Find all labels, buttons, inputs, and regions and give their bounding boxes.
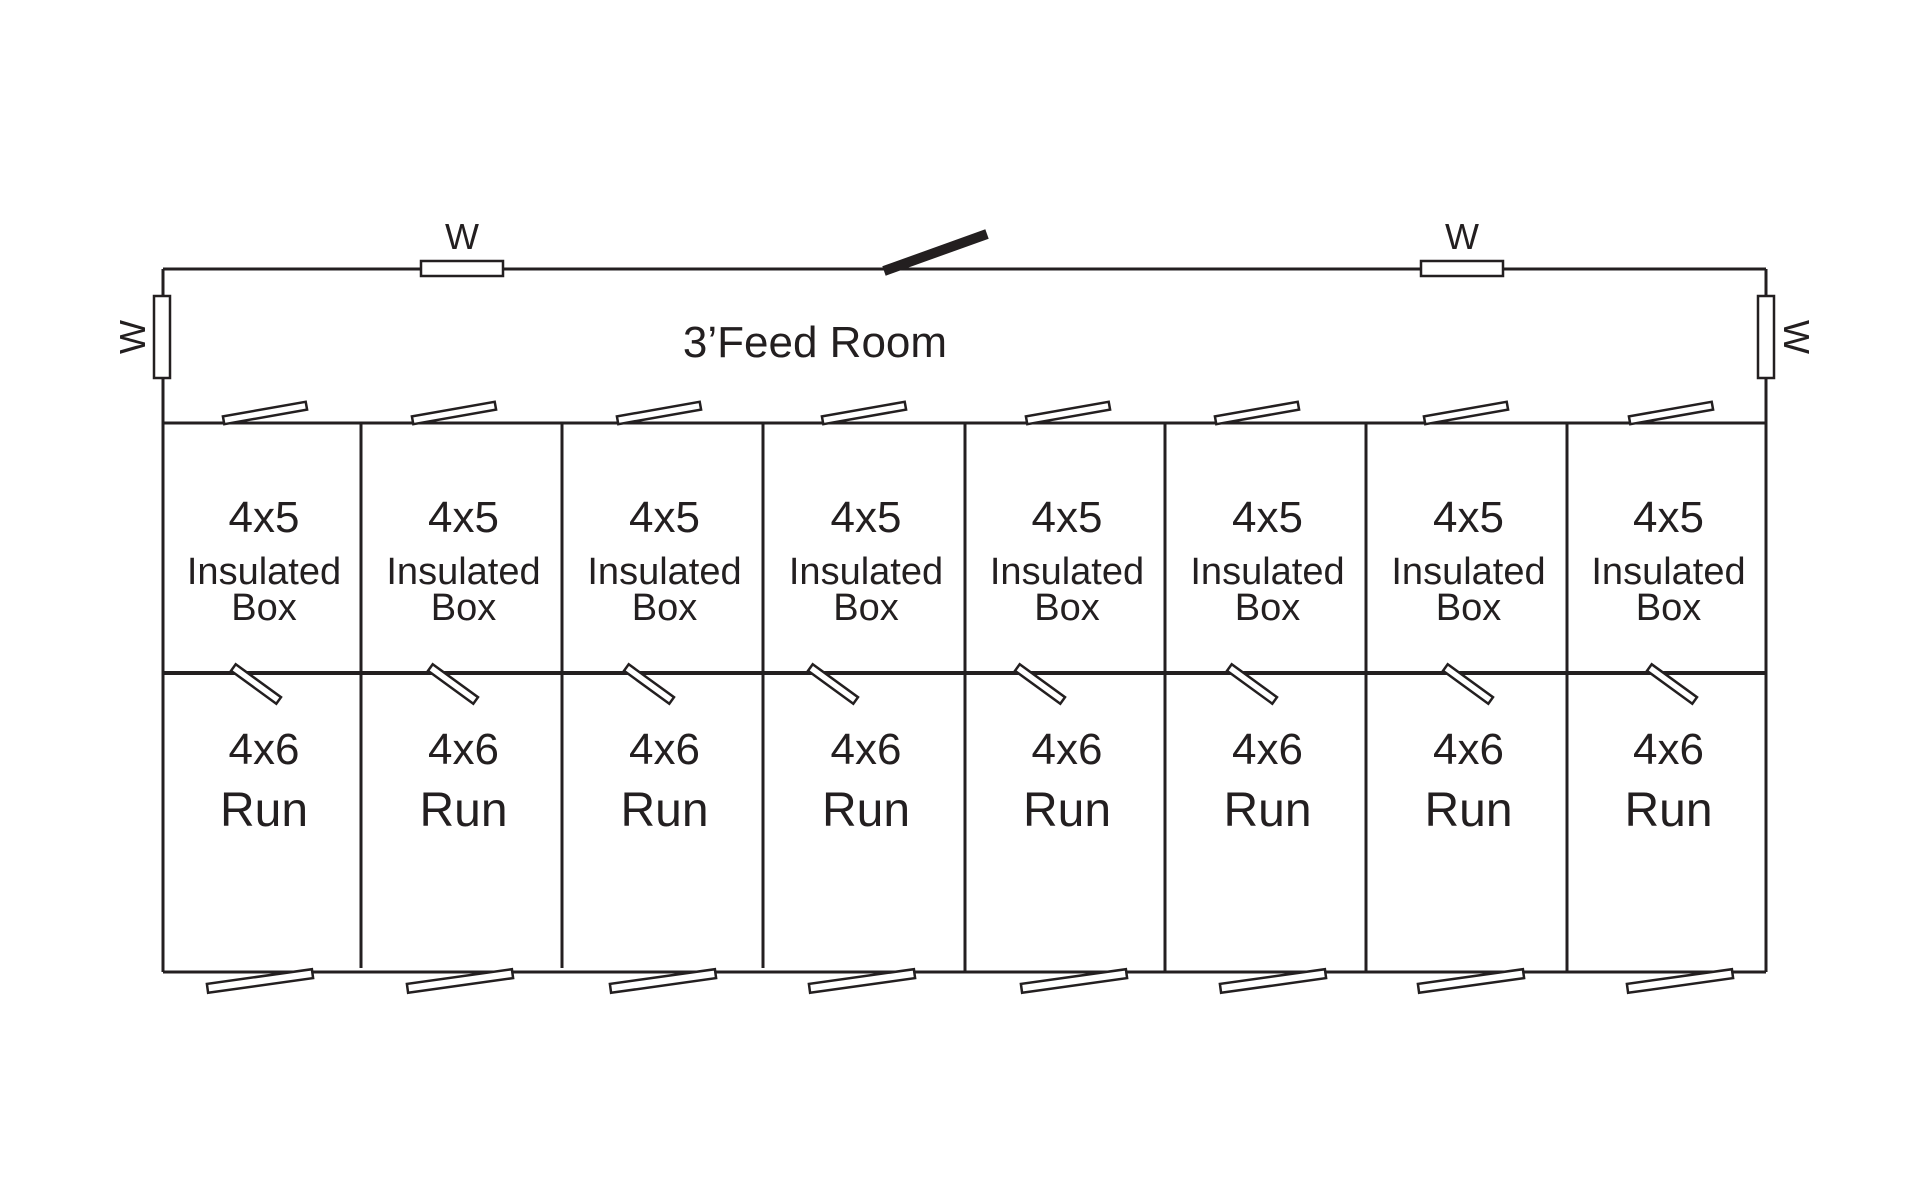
box-type-label-line2: Box — [1235, 587, 1300, 629]
box-type-label-line2: Box — [1436, 587, 1501, 629]
window-label-top-right: W — [1445, 216, 1479, 257]
exterior-run-door-1 — [205, 967, 315, 995]
exterior-run-door-8 — [1625, 967, 1735, 995]
box-type-label: Insulated — [789, 551, 943, 593]
exterior-run-door-5 — [1019, 967, 1129, 995]
window-left: W — [112, 294, 172, 380]
run-size-label: 4x6 — [1032, 725, 1103, 774]
run-label: Run — [822, 784, 910, 837]
box-size-label: 4x5 — [229, 493, 300, 542]
exterior-run-door-6 — [1218, 967, 1328, 995]
run-label: Run — [1023, 784, 1111, 837]
run-size-label: 4x6 — [1433, 725, 1504, 774]
run-door-5 — [1013, 662, 1067, 706]
feed-room-door-3 — [615, 400, 703, 426]
run-label: Run — [1624, 784, 1712, 837]
exterior-run-door-4 — [807, 967, 917, 995]
window-top-left: W — [419, 216, 505, 278]
run-size-label: 4x6 — [1633, 725, 1704, 774]
run-label: Run — [620, 784, 708, 837]
exterior-run-door-7 — [1416, 967, 1526, 995]
box-type-label-line2: Box — [833, 587, 898, 629]
box-size-label: 4x5 — [1433, 493, 1504, 542]
feed-room-door-4 — [820, 400, 908, 426]
box-type-label: Insulated — [990, 551, 1144, 593]
run-door-6 — [1225, 662, 1279, 706]
box-type-label-line2: Box — [1034, 587, 1099, 629]
box-size-label: 4x5 — [1232, 493, 1303, 542]
box-type-label-line2: Box — [231, 587, 296, 629]
run-label: Run — [1223, 784, 1311, 837]
window-top-right: W — [1419, 216, 1505, 278]
box-type-label: Insulated — [187, 551, 341, 593]
feed-room-door-5 — [1024, 400, 1112, 426]
exterior-run-door-3 — [608, 967, 718, 995]
feed-room-label: 3’Feed Room — [683, 318, 947, 367]
box-size-label: 4x5 — [1633, 493, 1704, 542]
run-door-2 — [426, 662, 480, 706]
box-type-label-line2: Box — [431, 587, 496, 629]
run-size-label: 4x6 — [831, 725, 902, 774]
run-size-label: 4x6 — [1232, 725, 1303, 774]
box-type-label: Insulated — [1190, 551, 1344, 593]
run-door-4 — [806, 662, 860, 706]
window-right: W — [1756, 294, 1817, 380]
run-label: Run — [419, 784, 507, 837]
window-label-right: W — [1776, 320, 1817, 354]
box-size-label: 4x5 — [629, 493, 700, 542]
run-size-label: 4x6 — [229, 725, 300, 774]
feed-room-door-6 — [1213, 400, 1301, 426]
feed-room-door-1 — [221, 400, 309, 426]
run-door-8 — [1645, 662, 1699, 706]
box-type-label: Insulated — [386, 551, 540, 593]
box-size-label: 4x5 — [428, 493, 499, 542]
run-door-3 — [622, 662, 676, 706]
feed-room-door-8 — [1627, 400, 1715, 426]
run-label: Run — [220, 784, 308, 837]
exterior-run-door-2 — [405, 967, 515, 995]
box-type-label: Insulated — [1391, 551, 1545, 593]
box-size-label: 4x5 — [831, 493, 902, 542]
box-type-label: Insulated — [587, 551, 741, 593]
run-label: Run — [1424, 784, 1512, 837]
window-label-left: W — [112, 320, 153, 354]
main-entrance-door — [882, 229, 989, 276]
run-size-label: 4x6 — [629, 725, 700, 774]
box-size-label: 4x5 — [1032, 493, 1103, 542]
run-door-7 — [1441, 662, 1495, 706]
box-type-label-line2: Box — [632, 587, 697, 629]
box-type-label: Insulated — [1591, 551, 1745, 593]
stall-doors — [205, 400, 1735, 995]
stall-dividers — [359, 423, 1569, 972]
box-type-label-line2: Box — [1636, 587, 1701, 629]
window-label-top-left: W — [445, 216, 479, 257]
run-door-1 — [229, 662, 283, 706]
feed-room-door-7 — [1422, 400, 1510, 426]
feed-room-door-2 — [410, 400, 498, 426]
run-size-label: 4x6 — [428, 725, 499, 774]
stall-labels: 4x5InsulatedBox4x6Run4x5InsulatedBox4x6R… — [187, 493, 1746, 837]
